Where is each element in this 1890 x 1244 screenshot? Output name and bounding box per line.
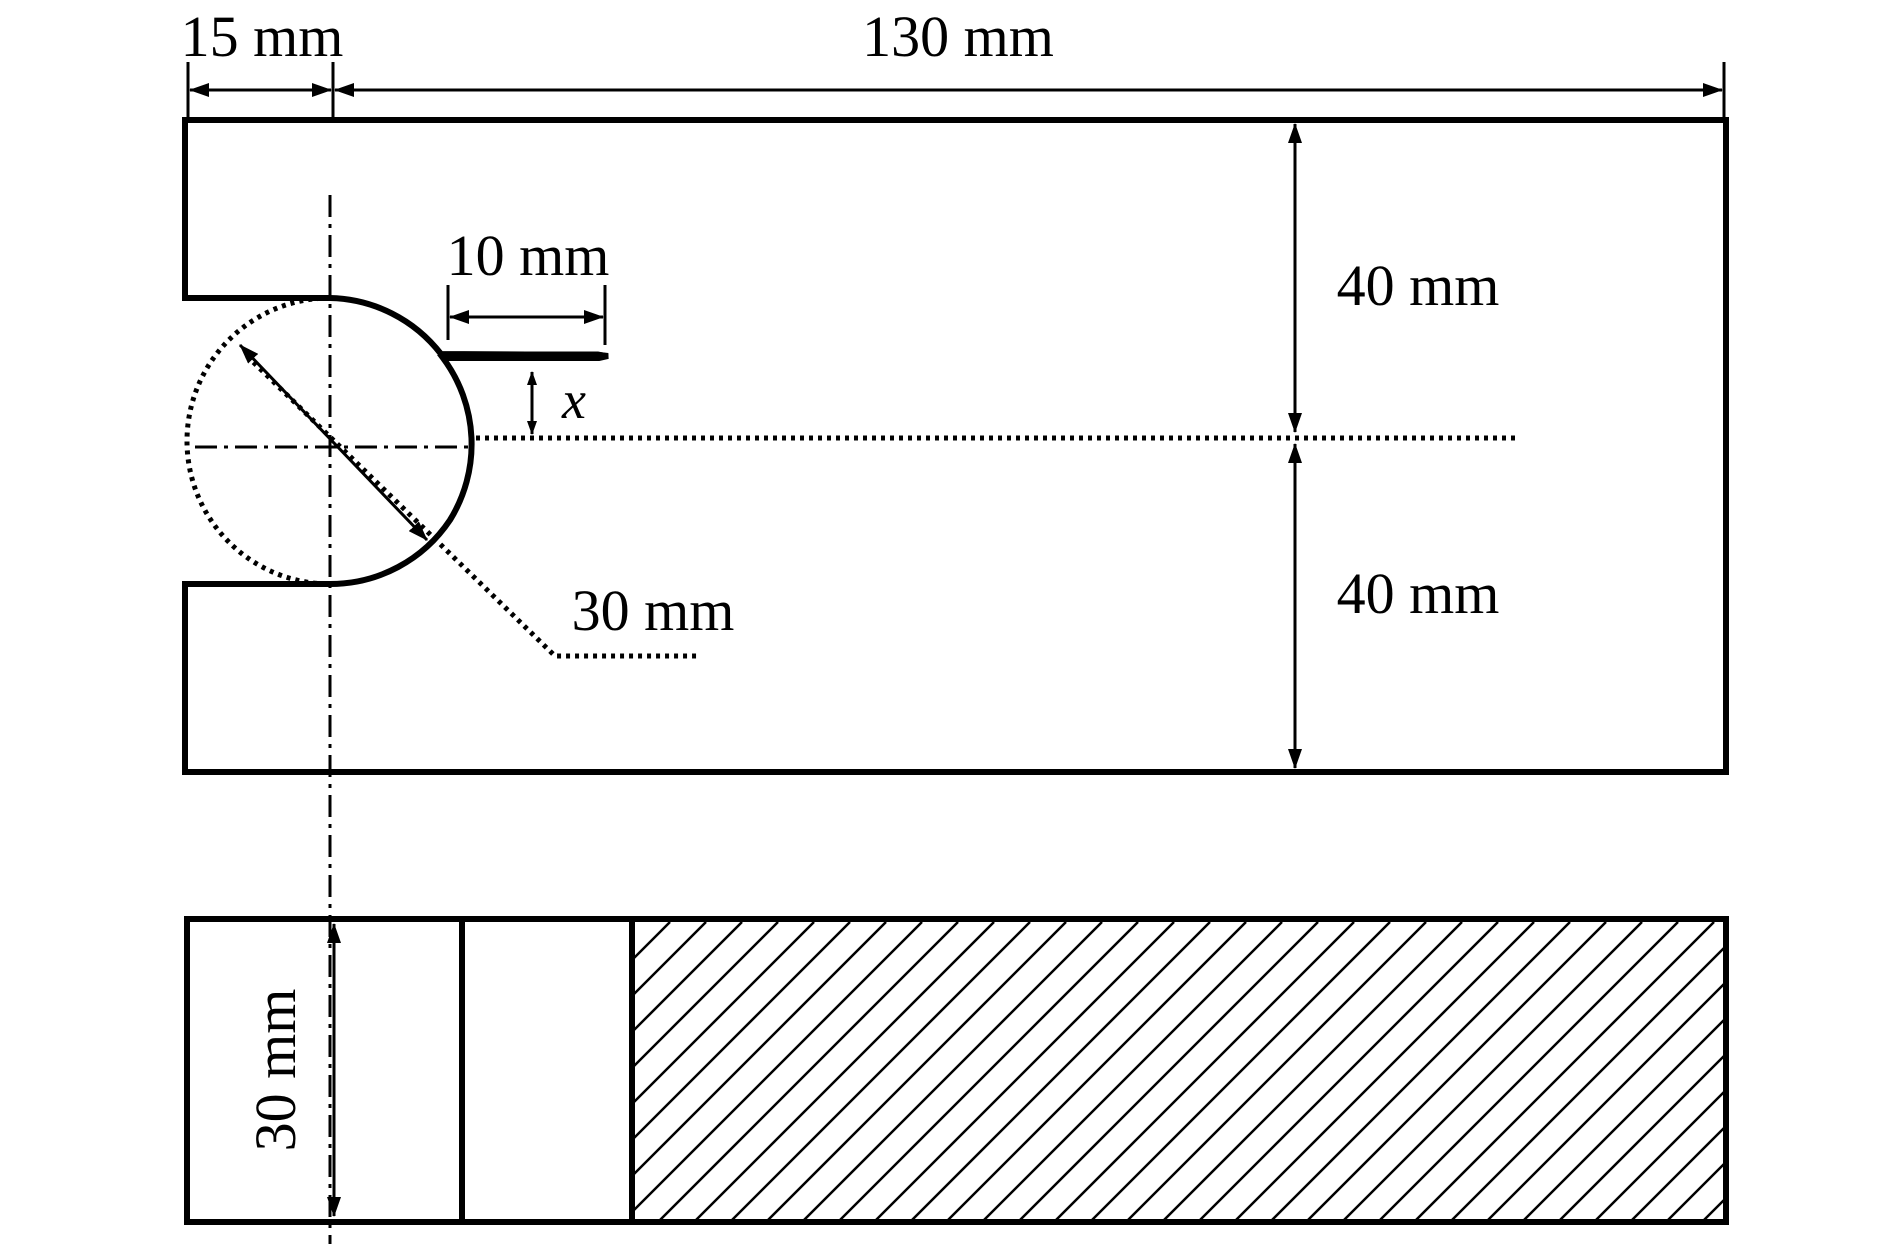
hatch-line (837, 922, 1139, 1222)
hatch-line (693, 922, 995, 1222)
hatch-line (1053, 922, 1355, 1222)
hatch-line (1449, 944, 1726, 1222)
specimen-outline (182, 117, 1729, 775)
hole-circle-dotted (184, 295, 331, 587)
hatch-line (634, 922, 707, 996)
hatch-line (634, 922, 635, 924)
hatch-line (1377, 922, 1679, 1222)
dimension-15mm-label: 15 mm (181, 4, 344, 69)
hatch-line (873, 922, 1175, 1222)
hatch-line (729, 922, 1031, 1222)
hatch-line (634, 922, 923, 1212)
diameter-arrow (238, 343, 429, 542)
hatch-line (801, 922, 1103, 1222)
hatch-line (1665, 1160, 1726, 1222)
hatch-line (1593, 1088, 1726, 1222)
dimension-thickness-label: 30 mm (243, 989, 308, 1152)
hatch-line (657, 922, 959, 1222)
dimension-130mm-label: 130 mm (862, 4, 1054, 69)
hatch-line (1413, 922, 1715, 1222)
dimension-10mm-label: 10 mm (447, 223, 610, 288)
hatch-line (634, 922, 743, 1032)
hatch-line (1017, 922, 1319, 1222)
hatch-line (1701, 1196, 1726, 1222)
hatched-region (634, 922, 1890, 1222)
hatch-line (1089, 922, 1391, 1222)
hatch-line (634, 922, 779, 1068)
hatch-line (1485, 980, 1726, 1222)
hatch-line (1341, 922, 1643, 1222)
hatch-line (1125, 922, 1427, 1222)
top-view: 15 mm 130 mm 10 mm x 30 mm 40 mm 40 mm (181, 4, 1729, 1244)
notch-slot (441, 351, 609, 360)
hatch-line (1557, 1052, 1726, 1222)
hatch-line (945, 922, 1247, 1222)
hatch-line (634, 922, 671, 960)
hatch-line (1269, 922, 1571, 1222)
dimension-x-label: x (561, 370, 586, 430)
hatch-line (1521, 1016, 1726, 1222)
dimension-30mm-diameter-label: 30 mm (572, 578, 735, 643)
hatch-line (909, 922, 1211, 1222)
hatch-line (1305, 922, 1607, 1222)
hatch-line (981, 922, 1283, 1222)
hatch-line (1233, 922, 1535, 1222)
hatch-line (1161, 922, 1463, 1222)
dimension-40mm-lower-label: 40 mm (1337, 561, 1500, 626)
dimension-40mm-upper-label: 40 mm (1337, 253, 1500, 318)
hatch-line (634, 922, 815, 1104)
hatch-line (1629, 1124, 1726, 1222)
side-view: 30 mm (184, 916, 1890, 1225)
hatch-line (634, 922, 887, 1176)
hatch-line (634, 922, 851, 1140)
hatch-line (1738, 922, 1890, 1222)
hatch-line (765, 922, 1067, 1222)
hatch-line (1197, 922, 1499, 1222)
side-view-outline (184, 916, 1729, 1225)
